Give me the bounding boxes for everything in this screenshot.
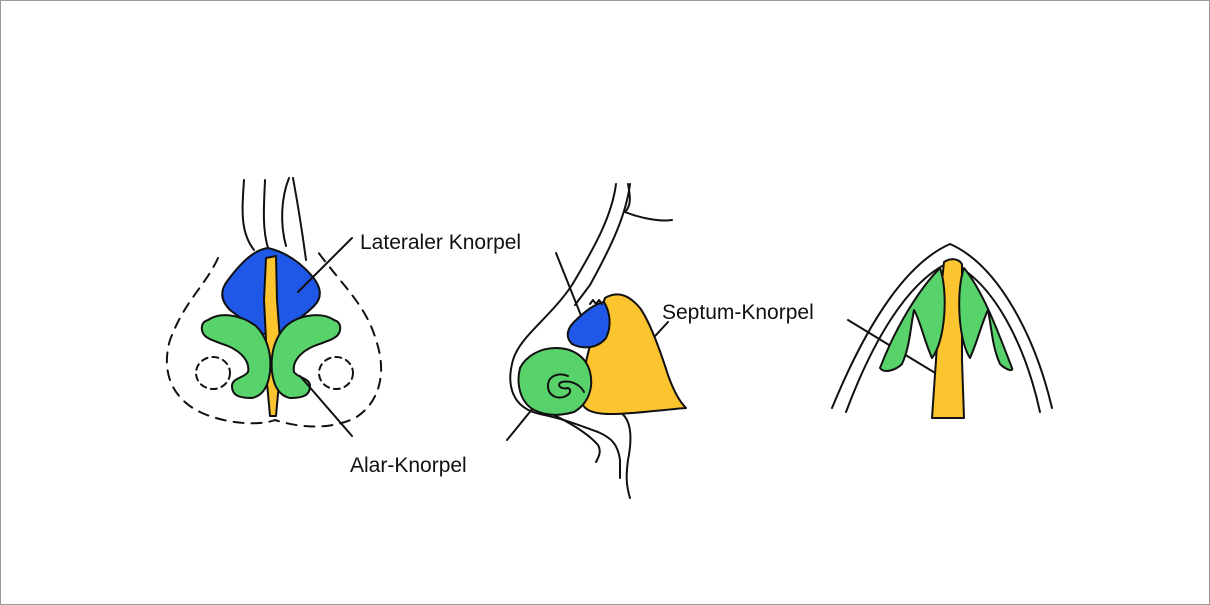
side-skin-inner [575,184,630,305]
side-columella [548,412,600,462]
front-bridge-left-outer [243,180,254,250]
label-lateraler-knorpel: Lateraler Knorpel [360,232,521,253]
top-right-alar-cartilage [959,268,1012,370]
side-upper-lip [620,412,630,498]
front-view [167,178,381,427]
side-forehead [625,184,672,221]
front-bridge-left-inner [264,180,268,248]
front-bridge-right-inner [282,178,289,246]
front-left-nostril [196,357,230,389]
leader-lateral-side [556,253,582,318]
front-bridge-right-outer [293,178,306,260]
front-right-nostril [319,357,353,389]
label-alar-knorpel: Alar-Knorpel [350,455,467,476]
label-septum-knorpel: Septum-Knorpel [662,302,814,323]
side-view [510,184,686,498]
side-lateral-cartilage [568,302,610,347]
